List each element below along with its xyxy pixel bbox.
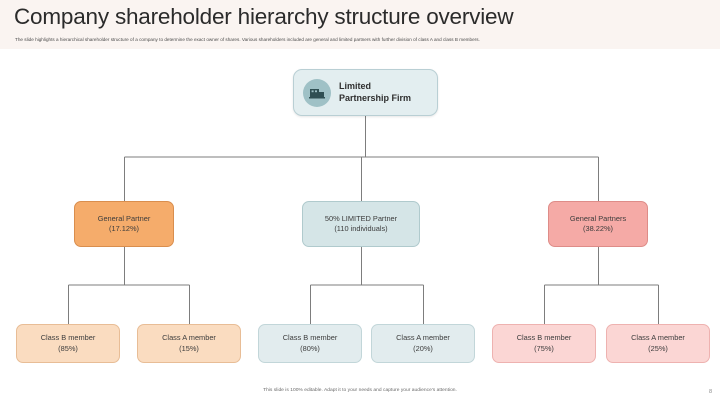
node-label-value: (110 individuals) [334, 224, 388, 233]
page-subtitle: The slide highlights a hierarchical shar… [15, 36, 480, 42]
node-label-value: (17.12%) [109, 224, 139, 233]
node-label-value: (75%) [534, 343, 554, 353]
node-general-partners[interactable]: General Partners (38.22%) [548, 201, 648, 247]
node-class-a-member-gp2[interactable]: Class A member (25%) [606, 324, 710, 363]
node-label: Limited Partnership Firm [339, 81, 411, 104]
node-label-value: (85%) [58, 343, 78, 353]
node-limited-partnership-firm[interactable]: Limited Partnership Firm [293, 69, 438, 116]
node-label-name: Class A member [631, 333, 685, 342]
node-label-name: Class B member [516, 333, 572, 342]
node-label-value: (25%) [648, 343, 668, 353]
node-label: General Partner (17.12%) [98, 214, 151, 235]
node-class-b-member-gp2[interactable]: Class B member (75%) [492, 324, 596, 363]
node-label: Class B member (80%) [283, 333, 338, 354]
node-label-name: Class B member [282, 333, 338, 342]
node-label-name: Class B member [40, 333, 96, 342]
node-label: 50% LIMITED Partner (110 individuals) [325, 214, 397, 235]
node-class-b-member-gp1[interactable]: Class B member (85%) [16, 324, 120, 363]
page-number: 8 [708, 389, 712, 395]
node-limited-partner[interactable]: 50% LIMITED Partner (110 individuals) [302, 201, 420, 247]
node-label-name: Class A member [396, 333, 450, 342]
bank-building-icon [303, 78, 331, 107]
org-chart-canvas: Limited Partnership Firm General Partner… [0, 49, 720, 404]
node-label: General Partners (38.22%) [570, 214, 626, 235]
node-label: Class A member (25%) [631, 333, 685, 354]
node-label-name: 50% LIMITED Partner [324, 213, 398, 223]
node-class-b-member-lp[interactable]: Class B member (80%) [258, 324, 362, 363]
node-label-value: (38.22%) [583, 224, 613, 233]
node-label: Class A member (15%) [162, 333, 216, 354]
node-label-name: Class A member [162, 333, 216, 342]
header-band [0, 0, 720, 49]
node-label: Class A member (20%) [396, 333, 450, 354]
node-label-value: (20%) [413, 343, 433, 353]
node-general-partner[interactable]: General Partner (17.12%) [74, 201, 174, 247]
node-label-line2: Partnership Firm [339, 92, 412, 103]
node-label-value: (15%) [179, 343, 199, 353]
node-label: Class B member (75%) [517, 333, 572, 354]
node-label-line1: Limited [339, 81, 372, 91]
node-label-name: General Partner [97, 213, 151, 223]
node-class-a-member-lp[interactable]: Class A member (20%) [371, 324, 475, 363]
node-label-name: General Partners [569, 213, 627, 223]
node-class-a-member-gp1[interactable]: Class A member (15%) [137, 324, 241, 363]
page-title: Company shareholder hierarchy structure … [14, 4, 514, 29]
footer-note: This slide is 100% editable. Adapt it to… [263, 388, 457, 393]
node-label-value: (80%) [300, 343, 320, 353]
node-label: Class B member (85%) [41, 333, 96, 354]
